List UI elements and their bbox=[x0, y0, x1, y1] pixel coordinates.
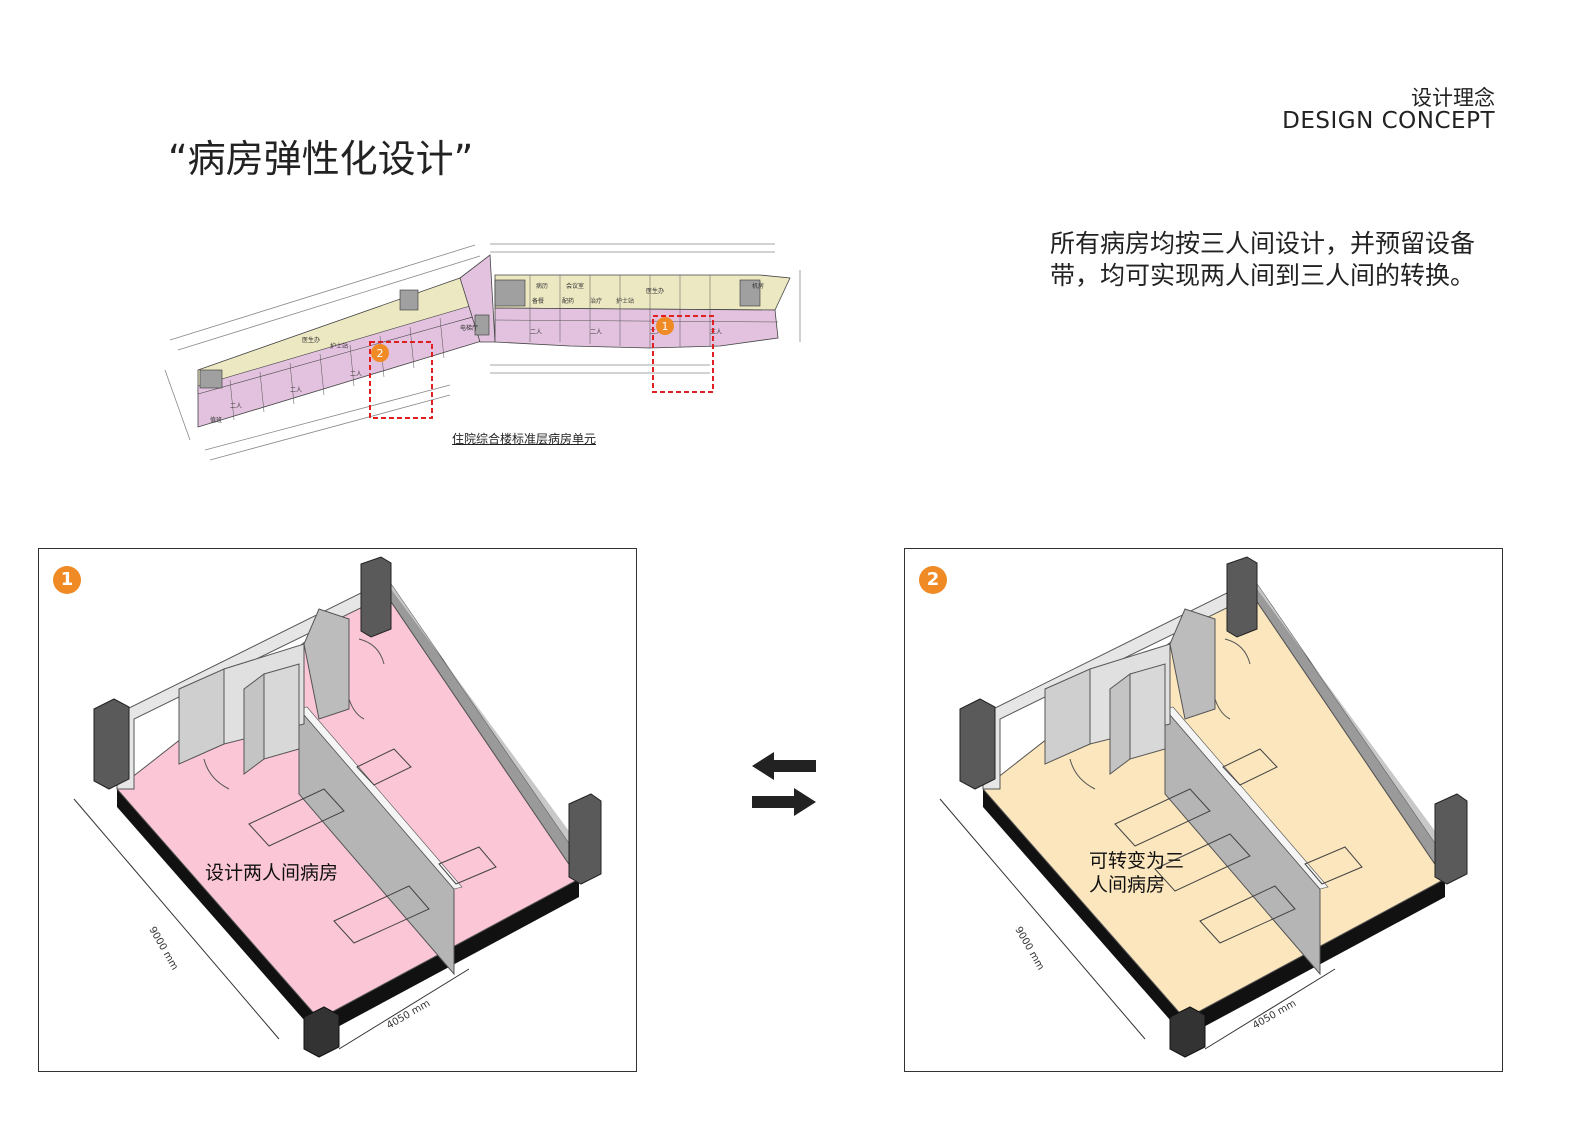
plan-caption: 住院综合楼标准层病房单元 bbox=[452, 432, 597, 446]
room-label: 可转变为三 人间病房 bbox=[1089, 849, 1184, 897]
iso-room-2: 9000 mm 4050 mm bbox=[939, 556, 1468, 1058]
plan-room-label: 病历 bbox=[536, 282, 548, 290]
plan-room-label: 备餐 bbox=[532, 297, 544, 305]
panel-badge-1: 1 bbox=[53, 566, 81, 594]
plan-marker-2: 2 bbox=[371, 344, 389, 362]
section-title-cn: 设计理念 bbox=[1411, 86, 1495, 110]
plan-room-label: 二人 bbox=[530, 329, 542, 336]
floor-plan: 二人 二人 二人 三人 二人 二人 二人 医生办 护士站 会议室 病历 治疗 配… bbox=[164, 243, 801, 461]
dimension-lines bbox=[164, 243, 801, 461]
plan-room-label: 配药 bbox=[562, 297, 574, 305]
plan-room-label: 二人 bbox=[650, 329, 662, 336]
description-line-2: 带，均可实现两人间到三人间的转换。 bbox=[1050, 261, 1476, 290]
page-title: “病房弹性化设计” bbox=[168, 137, 474, 181]
plan-room-label: 二人 bbox=[350, 371, 362, 378]
room-label: 设计两人间病房 bbox=[205, 862, 339, 884]
panel-badge-2: 2 bbox=[919, 566, 947, 594]
dim-width-label: 4050 mm bbox=[385, 998, 432, 1032]
plan-room-label: 护士站 bbox=[330, 342, 348, 350]
room-label-line-2: 人间病房 bbox=[1089, 874, 1166, 896]
plan-selection-box-1 bbox=[652, 315, 714, 393]
plan-room-label: 三人 bbox=[710, 329, 722, 336]
panel-two-bed-ward: 1 bbox=[38, 548, 637, 1072]
beds bbox=[248, 748, 497, 944]
plan-selection-box-2 bbox=[369, 341, 433, 419]
plan-room-label: 护士站 bbox=[616, 297, 634, 305]
dim-length-label: 9000 mm bbox=[146, 925, 180, 972]
plan-marker-1: 1 bbox=[656, 317, 674, 335]
plan-room-label: 电梯厅 bbox=[460, 324, 478, 332]
panel-three-bed-ward: 2 9000 mm 4050 mm bbox=[904, 548, 1503, 1072]
plan-room-label: 治疗 bbox=[590, 297, 602, 305]
plan-room-label: 二人 bbox=[590, 329, 602, 336]
dimension-lines bbox=[73, 798, 470, 1050]
description-line-1: 所有病房均按三人间设计，并预留设备 bbox=[1050, 229, 1476, 258]
beds bbox=[1114, 748, 1363, 944]
section-title-en: DESIGN CONCEPT bbox=[1282, 108, 1495, 134]
description: 所有病房均按三人间设计，并预留设备 带，均可实现两人间到三人间的转换。 bbox=[1050, 228, 1510, 292]
iso-room-1: 9000 mm 4050 mm bbox=[73, 556, 602, 1058]
svg-text:1: 1 bbox=[662, 320, 669, 333]
svg-text:2: 2 bbox=[377, 347, 384, 360]
plan-cores bbox=[199, 279, 761, 389]
plan-room-label: 二人 bbox=[290, 387, 302, 394]
plan-east-wing-ward bbox=[494, 307, 779, 349]
room-label-line-1: 可转变为三 bbox=[1089, 850, 1185, 872]
dim-width-label: 4050 mm bbox=[1251, 998, 1298, 1032]
plan-room-label: 医生办 bbox=[302, 336, 320, 344]
dimension-lines bbox=[939, 798, 1336, 1050]
plan-room-label: 医生办 bbox=[646, 287, 664, 295]
dim-length-label: 9000 mm bbox=[1012, 925, 1046, 972]
swap-arrows-icon bbox=[752, 752, 816, 816]
plan-room-label: 值班 bbox=[210, 416, 222, 424]
plan-room-label: 二人 bbox=[230, 403, 242, 410]
plan-room-label: 会议室 bbox=[566, 282, 584, 290]
plan-room-label: 机房 bbox=[752, 282, 764, 290]
